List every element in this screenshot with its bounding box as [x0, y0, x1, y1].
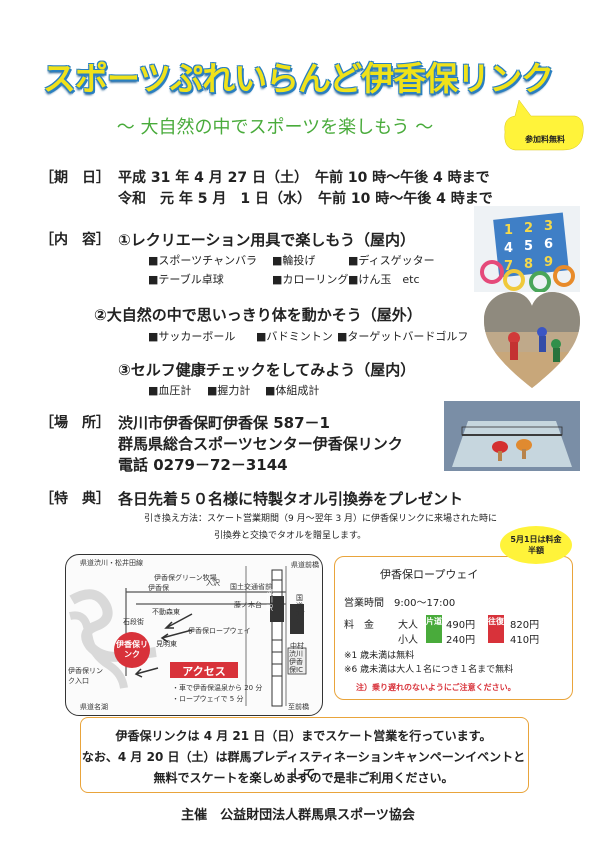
fee-adult-oneway: 490円	[446, 620, 476, 631]
half-price-badge	[500, 526, 572, 564]
map-label: 渋川伊香保IC	[289, 650, 303, 674]
notice-box	[80, 717, 529, 793]
date-line-1: 平成 31 年 4 月 27 日（土） 午前 10 時～午後 4 時まで	[118, 170, 490, 186]
map-label: 伊香保グリーン牧場	[154, 574, 217, 582]
map-label: 不動森東	[152, 608, 180, 616]
access-line-1: ・車で伊香保温泉から 20 分	[172, 684, 263, 692]
free-badge-bubble	[504, 99, 584, 151]
map-drawing	[69, 566, 307, 707]
map-label: 国土交通省前	[230, 583, 272, 591]
s3-item: ■体組成計	[265, 384, 320, 397]
perk-label: ［特 典］	[40, 491, 110, 507]
place-address: 渋川市伊香保町伊香保 587－1	[118, 414, 330, 432]
notice-line-3: 無料でスケートを楽しめますので是非ご利用ください。	[153, 771, 454, 785]
fee-adult-round: 820円	[510, 620, 540, 631]
map-label: 国道17号	[296, 594, 305, 626]
map-label: 伊香保	[148, 584, 169, 592]
svg-text:8: 8	[524, 257, 533, 272]
half-price-text: 5月1日は料金半額	[510, 535, 562, 555]
section-1-title: ①レクリエーション用具で楽しもう（屋内）	[118, 231, 415, 249]
map-label: 中村	[290, 642, 304, 650]
ropeway-title: 伊香保ロープウェイ	[380, 568, 479, 581]
svg-text:4: 4	[504, 241, 513, 256]
notice-line-2: なお、4 月 20 日（土）は群馬プレディスティネーションキャンペーンイベントと…	[81, 750, 526, 781]
map-label: 伊香保リンク入口	[68, 667, 103, 685]
round-tag: 往復	[488, 615, 504, 643]
fee-child: 小人	[398, 635, 418, 646]
svg-text:6: 6	[544, 237, 553, 252]
s1-item: ■カローリング	[272, 273, 349, 286]
dates-label: ［期 日］	[40, 170, 110, 186]
s2-item: ■ターゲットバードゴルフ	[337, 330, 469, 343]
map-label: 至前橋	[288, 703, 309, 711]
map-label: 県道渋川・松井田線	[80, 559, 143, 567]
s1-item: ■テーブル卓球	[148, 273, 224, 286]
svg-text:7: 7	[504, 259, 513, 274]
date-line-2: 令和 元 年 5 月 1 日（水） 午前 10 時～午後 4 時まで	[118, 191, 493, 207]
perk-note-2: 引換券と交換でタオルを贈呈します。	[214, 531, 367, 541]
place-phone: 電話 0279－72－3144	[118, 456, 288, 474]
place-label: ［場 所］	[40, 415, 110, 431]
fee-label: 料 金	[344, 620, 374, 631]
s3-item: ■血圧計	[148, 384, 192, 397]
station-label: 渋川駅	[266, 588, 273, 612]
s1-item: ■ディスゲッター	[348, 254, 435, 267]
map-label: 石段街	[123, 618, 144, 626]
rink-marker: 伊香保リンク	[116, 640, 148, 659]
free-badge-label: 参加料無料	[525, 135, 565, 144]
ropeway-note-2: ※6 歳未満は大人１名につき１名まで無料	[344, 665, 514, 675]
table-tennis-photo	[444, 401, 580, 471]
ropeway-hours: 営業時間 9:00～17:00	[344, 598, 456, 609]
section-2-title: ②大自然の中で思いっきり体を動かそう（屋外）	[94, 306, 422, 324]
s2-item: ■サッカーボール	[148, 330, 236, 343]
map-label: 伊香保ロープウェイ	[188, 627, 251, 635]
fee-adult: 大人	[398, 620, 418, 631]
map-label: 県道前橋	[291, 561, 319, 569]
map-label: 藤ノ木台	[234, 601, 262, 609]
ropeway-note-1: ※1 歳未満は無料	[344, 651, 415, 661]
perk-text: 各日先着５０名様に特製タオル引換券をプレゼント	[118, 490, 464, 508]
s3-item: ■握力計	[207, 384, 251, 397]
s1-item: ■けん玉 etc	[348, 273, 420, 286]
map-label: 見明東	[156, 640, 177, 648]
s1-item: ■輪投げ	[272, 254, 316, 267]
section-3-title: ③セルフ健康チェックをしてみよう（屋内）	[118, 361, 416, 379]
svg-text:5: 5	[524, 239, 533, 254]
svg-text:3: 3	[544, 219, 553, 234]
place-venue: 群馬県総合スポーツセンター伊香保リンク	[118, 435, 403, 453]
organizer: 主催 公益財団法人群馬県スポーツ協会	[181, 808, 415, 823]
s1-item: ■スポーツチャンバラ	[148, 254, 258, 267]
access-title: アクセス	[182, 665, 226, 678]
access-line-2: ・ロープウェイで 5 分	[172, 695, 244, 703]
perk-note-1: 引き換え方法：スケート営業期間（9 月～翌年 3 月）に伊香保リンクに来場された…	[144, 514, 498, 524]
heart-photo	[484, 292, 580, 388]
ropeway-panel	[334, 556, 573, 700]
oneway-tag: 片道	[426, 615, 442, 643]
contents-label: ［内 容］	[40, 232, 110, 248]
fee-child-round: 410円	[510, 635, 540, 646]
map-label: 入沢	[206, 579, 220, 587]
svg-text:9: 9	[544, 255, 553, 270]
notice-line-1: 伊香保リンクは 4 月 21 日（日）までスケート営業を行っています。	[115, 729, 492, 743]
subtitle: ～ 大自然の中でスポーツを楽しもう ～	[116, 117, 434, 138]
ropeway-warning: 注）乗り遅れのないようにご注意ください。	[356, 683, 516, 692]
map-label: 県道名湖	[80, 703, 108, 711]
fee-child-oneway: 240円	[446, 635, 476, 646]
s2-item: ■バドミントン	[256, 330, 333, 343]
svg-text:1: 1	[504, 223, 513, 238]
svg-text:2: 2	[524, 221, 533, 236]
page-title: スポーツぷれいらんど伊香保リンク	[42, 59, 554, 98]
